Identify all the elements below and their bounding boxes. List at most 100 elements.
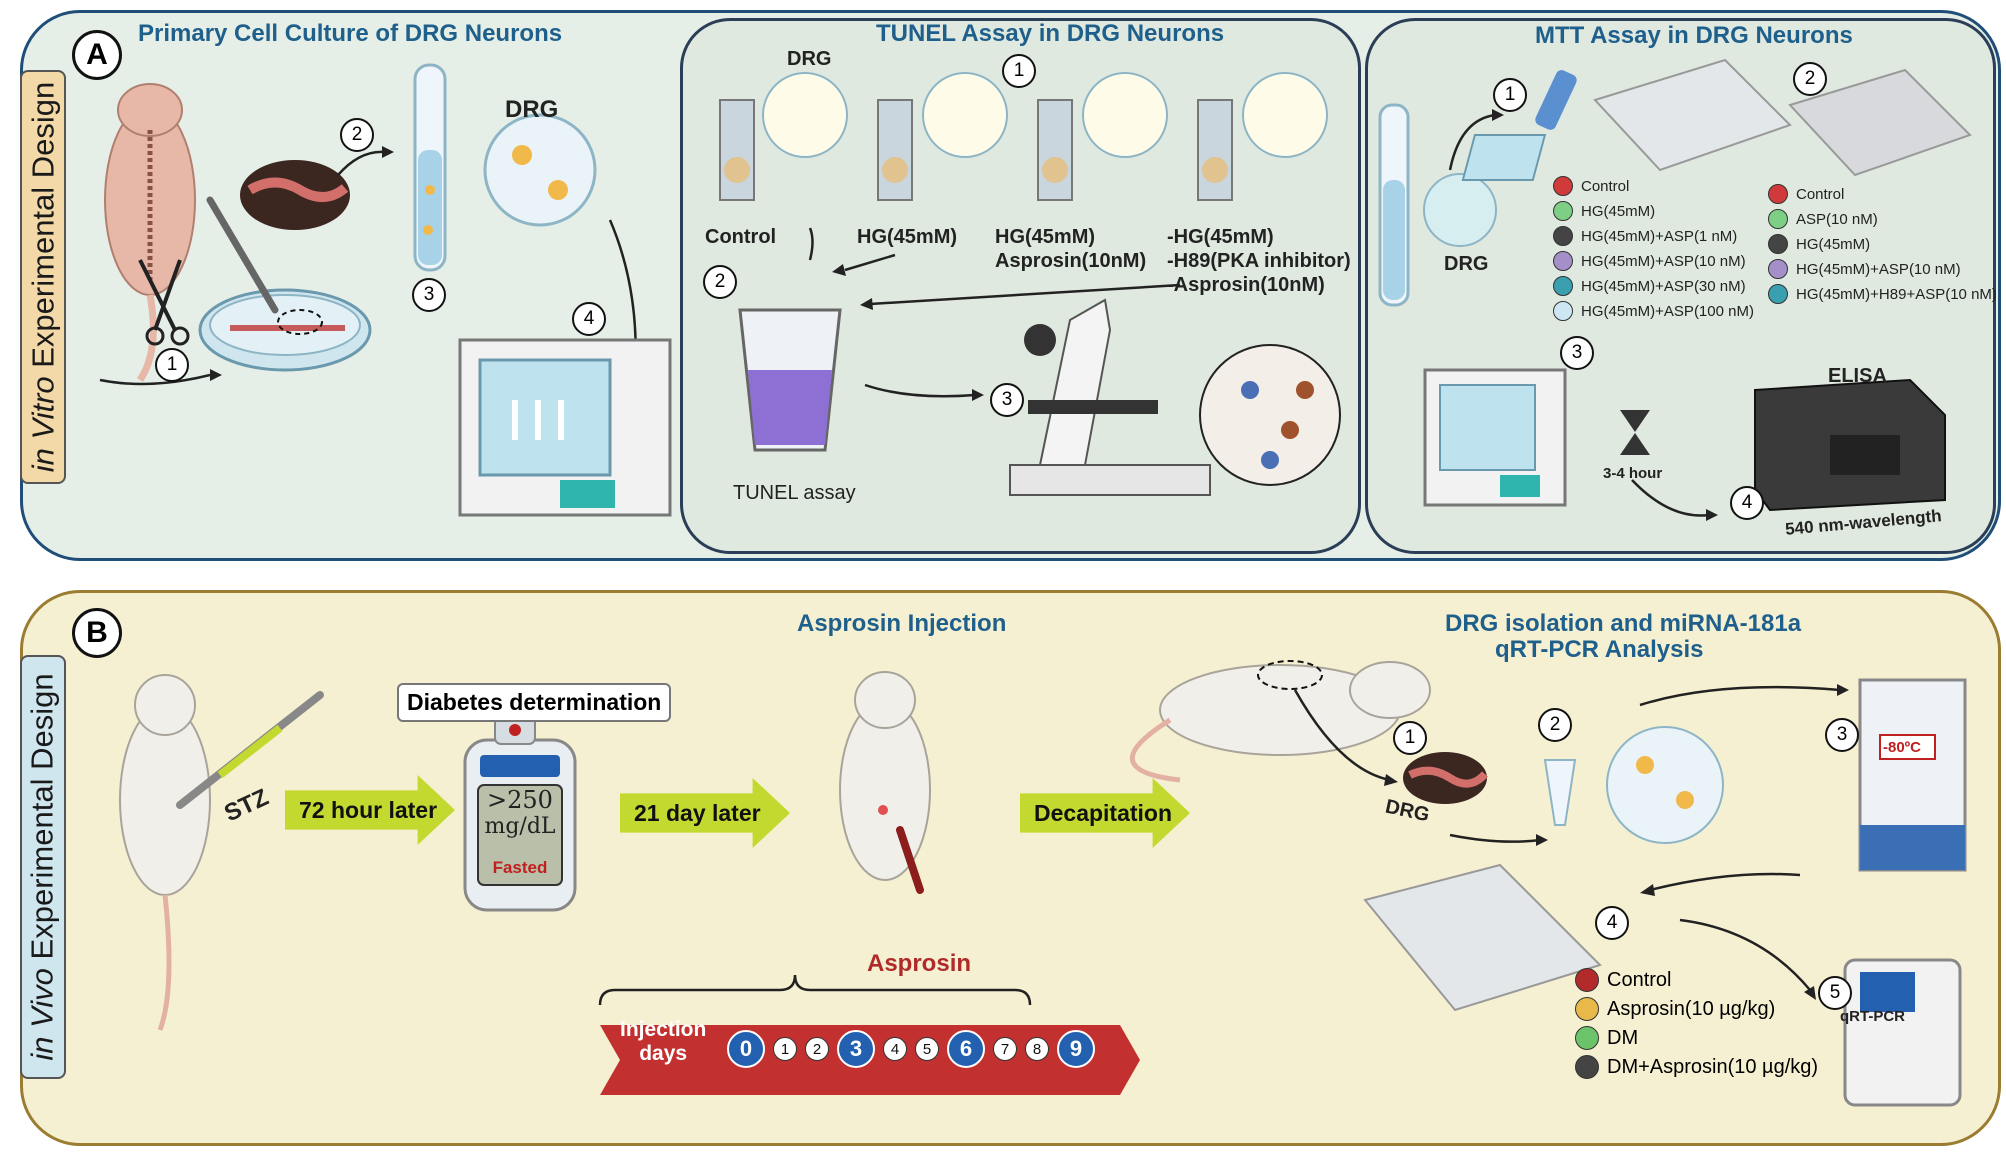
tunel-group-hg-asp-line1: HG(45mM) [995,226,1096,248]
mtt-legend-2-item: HG(45mM)+H89+ASP(10 nM) [1768,284,1997,304]
tunel-step-1: 1 [1002,54,1036,88]
mtt-legend-2-item: Control [1768,184,1997,204]
injection-days-line1: Injection [620,1018,707,1041]
diabetes-determination-box: Diabetes determination [397,683,672,722]
tunel-group-hg-asp-line2: Asprosin(10nM) [995,250,1147,272]
vivo-legend-item: DM+Asprosin(10 µg/kg) [1575,1055,1818,1079]
mtt-incubator-icon [1423,368,1567,507]
vivo-step-1: 1 [1393,721,1427,755]
mtt-legend-2-swatch [1768,209,1788,229]
qpcr-well-plate-icon [1363,863,1602,1012]
injection-day-9: 9 [1057,1030,1095,1068]
microscope-icon [1009,298,1211,496]
mtt-legend-1-label: HG(45mM)+ASP(1 nM) [1581,227,1738,245]
well-plate-1-icon [1593,58,1792,172]
mtt-legend-1-item: HG(45mM)+ASP(100 nM) [1553,301,1754,321]
in-vitro-text: Experimental Design [25,81,61,368]
mtt-legend-1-label: HG(45mM)+ASP(10 nM) [1581,252,1746,270]
vivo-legend-swatch [1575,1055,1599,1079]
mtt-legend-2-label: HG(45mM)+ASP(10 nM) [1796,260,1961,278]
hourglass-icon [1620,410,1650,455]
injection-day-7: 7 [993,1037,1017,1061]
glucose-value: >250 [487,786,553,814]
mtt-legend-1-swatch [1553,276,1573,296]
dissected-tissue-icon [240,160,350,230]
culture-title: Primary Cell Culture of DRG Neurons [138,20,563,47]
glucometer-icon [463,709,577,912]
centrifuge-tube-icon [413,63,447,272]
in-vivo-em: in Vivo [25,968,60,1061]
tunel-group-hg: HG(45mM) [857,226,958,248]
mtt-step-3: 3 [1560,336,1594,370]
elisa-label: ELISA [1828,365,1887,387]
isolation-title-line1: DRG isolation and miRNA-181a [1445,610,1802,637]
mtt-legend-1-label: Control [1581,177,1630,195]
mtt-legend-1-swatch [1553,251,1573,271]
mtt-legend-2-label: ASP(10 nM) [1796,210,1878,228]
tunel-group-h89-line3: -Asprosin(10nM) [1167,274,1325,296]
mtt-legend-1-label: HG(45mM) [1581,202,1656,220]
mouse-icon [1130,660,1431,783]
vivo-step-3: 3 [1825,718,1859,752]
vivo-legend-label: DM+Asprosin(10 µg/kg) [1607,1055,1819,1078]
in-vivo-text: Experimental Design [25,673,60,960]
drg-neuron-circle-icon [483,113,597,227]
vivo-step-2: 2 [1538,708,1572,742]
asprosin-injection-title: Asprosin Injection [797,610,1007,637]
tunel-title: TUNEL Assay in DRG Neurons [876,20,1225,47]
mtt-step-4: 4 [1730,486,1764,520]
in-vitro-side-label: in Vitro Experimental Design [20,70,66,484]
mtt-legend-1-label: HG(45mM)+ASP(100 nM) [1581,302,1754,320]
in-vivo-side-label: in Vivo Experimental Design [20,655,66,1079]
pipette-icon [1461,70,1577,181]
glucose-note: Fasted [492,858,548,877]
rat-1-icon [119,674,211,1031]
injection-day-6: 6 [947,1030,985,1068]
mtt-legend-2-swatch [1768,284,1788,304]
syringe-icon [176,691,324,809]
mtt-legend-1-item: HG(45mM) [1553,201,1754,221]
tunel-illustration [719,72,1341,496]
vivo-legend-label: DM [1607,1026,1639,1049]
mtt-neuron-circle-icon [1423,173,1497,247]
arrow-decapitation-label: Decapitation [1034,799,1173,826]
vivo-legend-item: Asprosin(10 µg/kg) [1575,997,1818,1021]
tunel-assay-label: TUNEL assay [733,482,856,504]
mtt-legend-2-swatch [1768,259,1788,279]
in-vitro-em: in Vitro [25,376,61,473]
injection-day-0: 0 [727,1030,765,1068]
rat-2-icon [839,671,931,881]
arrow-21-day-label: 21 day later [634,799,761,826]
vivo-legend-label: Asprosin(10 µg/kg) [1607,997,1776,1020]
incubator-icon [458,338,672,517]
mtt-legend-2-swatch [1768,234,1788,254]
mtt-title: MTT Assay in DRG Neurons [1535,22,1853,49]
mtt-legend-1-item: HG(45mM)+ASP(1 nM) [1553,226,1754,246]
scissors-icon [138,259,190,346]
vivo-step-5: 5 [1818,976,1852,1010]
isolated-neuron-circle-icon [1606,726,1724,844]
injection-days-label: Injection days [620,1018,706,1066]
vivo-step-4: 4 [1595,906,1629,940]
mtt-legend-2-label: HG(45mM) [1796,235,1871,253]
tunel-drg-label: DRG [787,48,832,70]
mtt-legend-1-item: HG(45mM)+ASP(30 nM) [1553,276,1754,296]
injection-day-4: 4 [883,1037,907,1061]
mtt-legend-2-swatch [1768,184,1788,204]
injection-day-2: 2 [805,1037,829,1061]
vivo-legend-swatch [1575,1026,1599,1050]
mtt-time-label: 3-4 hour [1603,465,1663,482]
asprosin-label: Asprosin [867,950,972,977]
culture-step-3: 3 [412,278,446,312]
culture-illustration [99,63,672,517]
mtt-legend-2-label: HG(45mM)+H89+ASP(10 nM) [1796,285,1997,303]
arrow-72-hour-label: 72 hour later [299,796,438,823]
injection-day-3: 3 [837,1030,875,1068]
vivo-legend-item: Control [1575,968,1818,992]
tunel-group-h89-line2: -H89(PKA inhibitor) [1167,250,1351,272]
freezer-temperature: -80ºC [1883,739,1921,756]
